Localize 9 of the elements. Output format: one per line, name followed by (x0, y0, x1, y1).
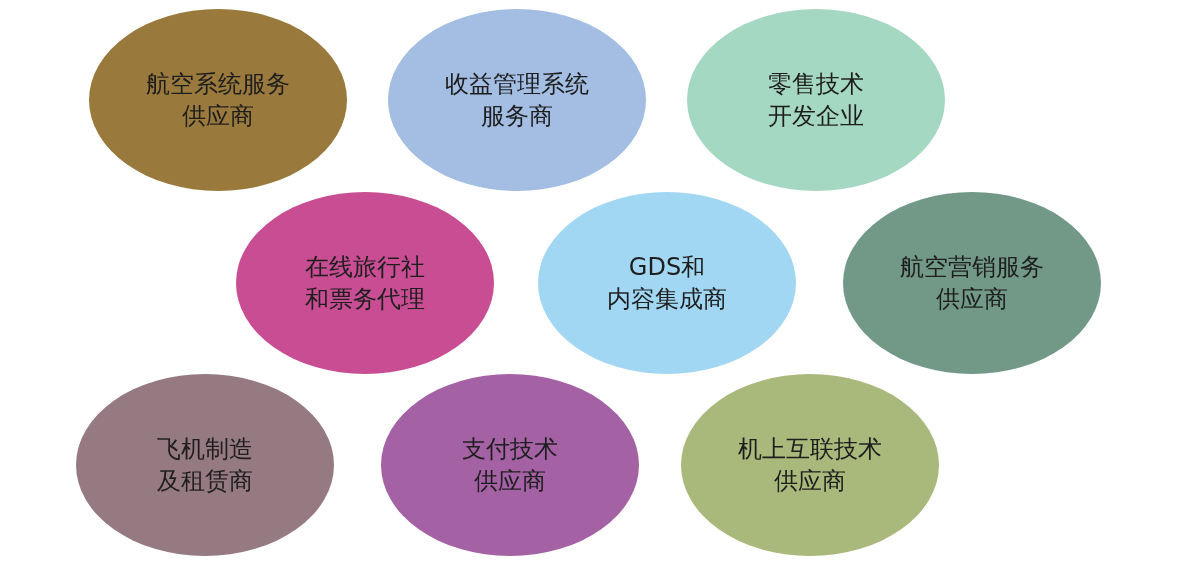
ellipse-label: 机上互联技术供应商 (738, 434, 882, 497)
ellipse-label: 收益管理系统服务商 (445, 69, 589, 132)
ellipse-label: 零售技术开发企业 (768, 69, 864, 132)
ellipse-label: 航空营销服务供应商 (900, 252, 1044, 315)
ellipse-label: 在线旅行社和票务代理 (305, 252, 425, 315)
ellipse-label: 支付技术供应商 (462, 434, 558, 497)
ellipse-label: GDS和内容集成商 (607, 252, 727, 315)
ellipse-label: 飞机制造及租赁商 (157, 434, 253, 497)
ellipse-label: 航空系统服务供应商 (146, 69, 290, 132)
